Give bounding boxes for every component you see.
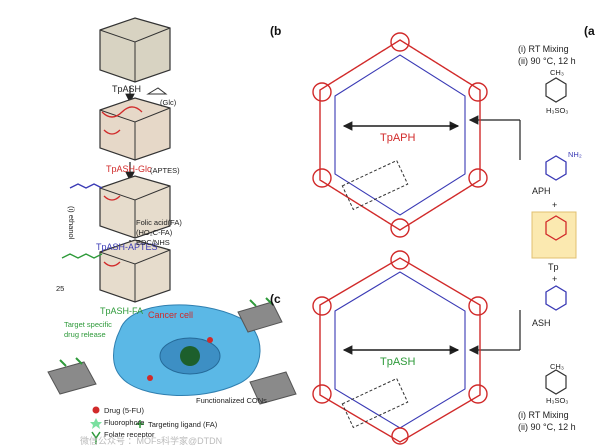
ash-ring — [545, 285, 567, 311]
panel-label-c: (c — [270, 292, 281, 306]
tpash-aptes-cage — [69, 175, 171, 239]
reagent-top-label: CH₃ — [550, 68, 564, 77]
c-legend-drug: Drug (5-FU) — [104, 406, 145, 415]
legend-fluoro-marker — [90, 418, 102, 429]
b-tpash: TpASH — [112, 84, 142, 94]
cond-bot-1: (i) RT Mixing — [518, 410, 569, 420]
aph-ring — [545, 155, 567, 181]
c-legend-folate: Folate receptor — [104, 430, 155, 439]
tpaph-label: TpAPH — [380, 132, 416, 144]
tpaph-framework — [312, 32, 488, 238]
c-legend-ligand: Targeting ligand (FA) — [148, 420, 218, 429]
legend-drug-marker — [92, 406, 100, 414]
cond-top-1: (i) RT Mixing — [518, 44, 569, 54]
c-cancer-cell: Cancer cell — [148, 310, 194, 320]
tpash-label: TpASH — [380, 356, 416, 368]
glc-reagent — [146, 87, 168, 95]
b-folic-3: EDC/NHS — [136, 238, 170, 247]
cancer-cell — [113, 304, 261, 396]
reagent-top-sub: H₃SO₃ — [546, 106, 569, 115]
cond-bot-2: (ii) 90 °C, 12 h — [518, 422, 576, 432]
ash-label: ASH — [532, 318, 551, 328]
c-target-2: drug release — [64, 330, 106, 339]
reagent-bot-sub: H₃SO₃ — [546, 396, 569, 405]
reagent-top-ring — [545, 77, 567, 103]
b-tpash-fa: TpASH-FA — [100, 306, 144, 316]
b-glc: (Glc) — [160, 98, 177, 107]
b-folic-1: Folic acid(FA) — [136, 218, 182, 227]
plus-2: + — [552, 274, 558, 284]
c-legend-fluoro: Fluorophore — [104, 418, 145, 427]
b-tpash-aptes: TpASH-APTES — [96, 242, 158, 252]
tpash-fa-cage — [61, 239, 171, 303]
con-sheet-bottom — [249, 371, 297, 405]
b-tpash-glc: TpASH-Glc — [106, 164, 152, 174]
panel-label-a: (a — [584, 24, 595, 38]
cond-top-2: (ii) 90 °C, 12 h — [518, 56, 576, 66]
tpash-cage-1 — [99, 17, 171, 83]
tpash-framework — [312, 250, 488, 445]
reagent-bot-ring — [545, 369, 567, 395]
aph-group: NH₂ — [568, 150, 582, 159]
reagent-bot-label: CH₃ — [550, 362, 564, 371]
tp-label: Tp — [548, 262, 559, 272]
aph-label: APH — [532, 186, 551, 196]
tpash-glc-cage — [99, 97, 171, 161]
c-target-1: Target specific — [64, 320, 112, 329]
con-sheet-right — [237, 297, 283, 333]
b-aptes: (APTES) — [150, 166, 180, 175]
c-func-cons: Functionalized CONs — [196, 396, 267, 405]
legend-folate-marker — [91, 431, 101, 444]
b-cond-1: (i) ethanol — [67, 206, 76, 240]
b-num: 25 — [56, 284, 65, 293]
legend-ligand-marker — [136, 420, 144, 428]
con-sheet-left — [47, 357, 97, 395]
watermark: 微信公众号 ：MOFs科学家@DTDN — [80, 436, 223, 446]
panel-label-b: (b — [270, 24, 282, 38]
tp-box — [531, 211, 577, 259]
b-folic-2: (HO₂C-FA) — [136, 228, 173, 237]
plus-1: + — [552, 200, 558, 210]
